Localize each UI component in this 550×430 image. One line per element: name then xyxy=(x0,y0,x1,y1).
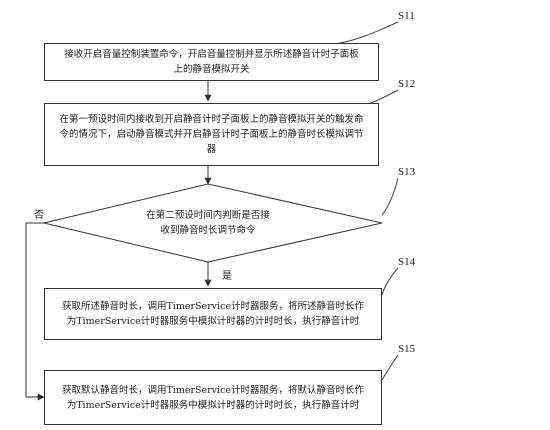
step-label-s14: S14 xyxy=(398,256,416,268)
branch-label-yes: 是 xyxy=(222,271,232,282)
process-text-s14: 获取所述静音时长，调用TimerService计时器服务，将所述静音时长作为Ti… xyxy=(61,301,365,327)
step-label-s11: S11 xyxy=(398,10,415,22)
process-box-s11: 接收开启音量控制装置命令，开启音量控制并显示所述静音计时子面板上的静音模拟开关 xyxy=(44,43,379,81)
process-text-s15: 获取默认静音时长，调用TimerService计时器服务，将默认静音时长作为Ti… xyxy=(61,384,365,411)
s13-leader-line xyxy=(381,177,399,216)
decision-text-s13: 在第二预设时间内判断是否接收到静音时长调节命令 xyxy=(146,210,270,236)
s14-leader-line xyxy=(381,267,399,296)
arrow-s13-no-to-s15 xyxy=(25,222,45,401)
process-text-s12: 在第一预设时间内接收到开启静音计时子面板上的静音模拟开关的触发命令的情况下，启动… xyxy=(59,114,364,155)
process-box-s12: 在第一预设时间内接收到开启静音计时子面板上的静音模拟开关的触发命令的情况下，启动… xyxy=(44,103,379,166)
decision-diamond-s13 xyxy=(43,183,383,263)
process-box-s15: 获取默认静音时长，调用TimerService计时器服务，将默认静音时长作为Ti… xyxy=(44,370,382,425)
branch-label-no: 否 xyxy=(34,210,44,221)
s15-leader-line xyxy=(381,354,399,381)
step-label-s12: S12 xyxy=(398,78,416,90)
process-text-s11: 接收开启音量控制装置命令，开启音量控制并显示所述静音计时子面板上的静音模拟开关 xyxy=(64,49,359,75)
step-label-s13: S13 xyxy=(398,166,416,178)
process-box-s14: 获取所述静音时长，调用TimerService计时器服务，将所述静音时长作为Ti… xyxy=(44,288,382,340)
step-label-s15: S15 xyxy=(398,343,416,355)
s11-leader-line xyxy=(334,21,399,45)
